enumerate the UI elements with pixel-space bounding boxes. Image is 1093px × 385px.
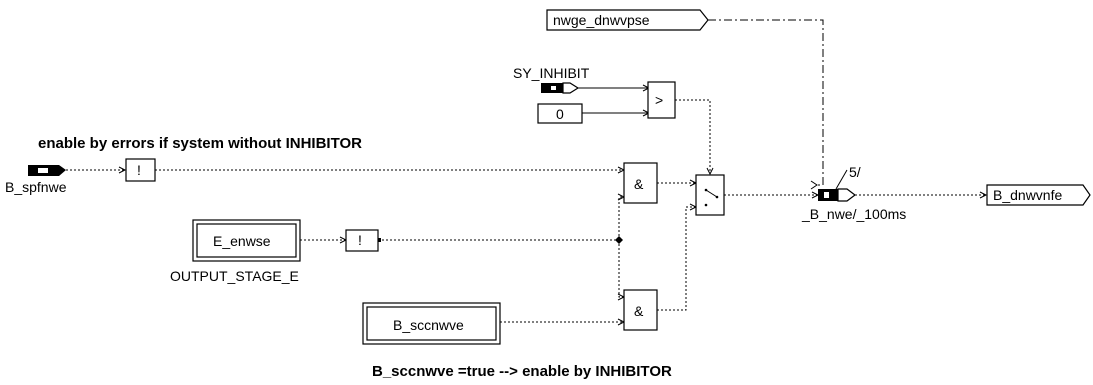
wire-junction-and2: [618, 240, 623, 298]
compare-symbol: >: [655, 92, 663, 108]
constant-zero-value: 0: [556, 106, 564, 122]
not-symbol-2: !: [358, 232, 362, 248]
constant-zero[interactable]: 0: [537, 103, 583, 124]
and-block-2[interactable]: &: [623, 289, 658, 331]
wire-junction-and1: [618, 196, 623, 240]
wire-and2-switch: [657, 206, 695, 311]
switch-block[interactable]: [695, 174, 725, 216]
input-b-sccnwve[interactable]: B_sccnwve: [362, 302, 501, 345]
input-e-enwse[interactable]: E_enwse: [192, 219, 301, 262]
delay-param-slash: [835, 169, 848, 190]
compare-block[interactable]: >: [647, 81, 676, 119]
arrow-bspfnwe: [118, 166, 127, 174]
delay-param-label: 5/: [849, 164, 861, 180]
input-sy-inhibit[interactable]: [541, 82, 580, 94]
arrow-nwge: [810, 180, 818, 190]
delay-block[interactable]: [818, 188, 856, 202]
wire-compare-switch: [675, 99, 711, 172]
and-symbol-2: &: [634, 303, 644, 319]
input-nwge-label: nwge_dnwvpse: [553, 12, 650, 28]
sy-inhibit-label: SY_INHIBIT: [513, 65, 590, 81]
arrow-compare-switch: [706, 167, 714, 176]
and-block-1[interactable]: &: [623, 162, 658, 204]
not-block-2[interactable]: !: [345, 229, 379, 252]
arrow-delay-output: [979, 191, 988, 199]
output-b-dnwvnfe-label: B_dnwvnfe: [993, 187, 1062, 203]
not-symbol-1: !: [137, 162, 141, 178]
e-enwse-label: E_enwse: [213, 233, 271, 249]
and-symbol-1: &: [634, 176, 644, 192]
output-stage-label: OUTPUT_STAGE_E: [170, 268, 299, 284]
comment-bottom: B_sccnwve =true --> enable by INHIBITOR: [372, 363, 672, 380]
output-b-dnwvnfe[interactable]: B_dnwvnfe: [986, 184, 1091, 206]
comment-top: enable by errors if system without INHIB…: [38, 135, 362, 152]
input-nwge-dnwvpse[interactable]: nwge_dnwvpse: [546, 9, 709, 31]
delay-block-label: _B_nwe/_100ms: [801, 206, 906, 222]
not-block-1[interactable]: !: [125, 158, 156, 182]
b-sccnwve-label: B_sccnwve: [393, 317, 464, 333]
input-b-spfnwe[interactable]: [28, 165, 66, 176]
output-dot: [377, 238, 381, 242]
wire-nwge: [708, 19, 824, 186]
b-spfnwe-label: B_spfnwe: [5, 179, 67, 195]
